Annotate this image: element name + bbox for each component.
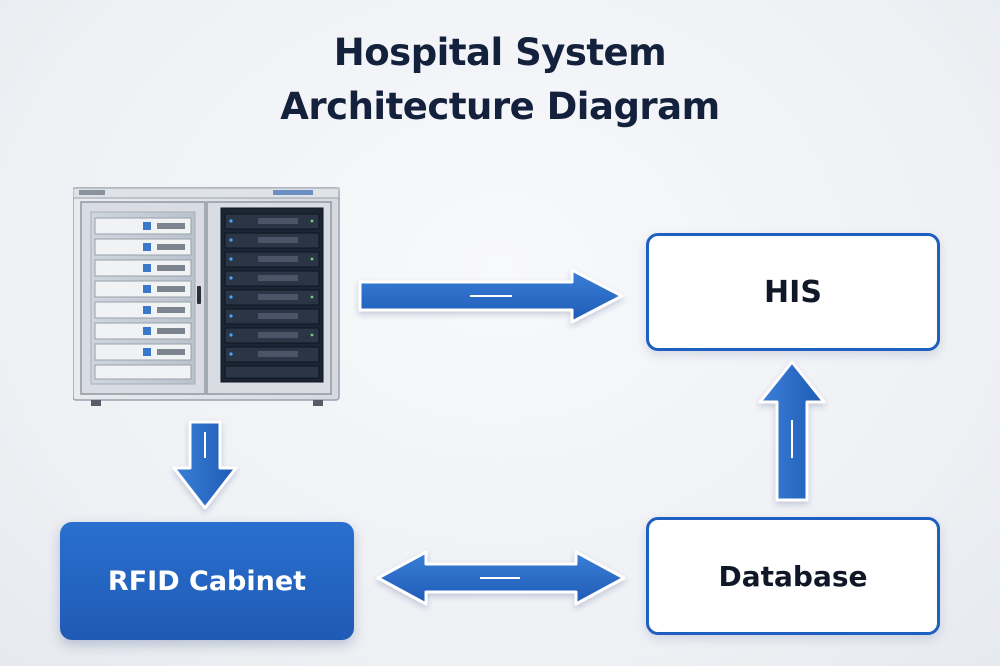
rfid-cabinet-label: RFID Cabinet bbox=[107, 565, 307, 597]
rfid-cabinet-node: RFID Cabinet bbox=[60, 522, 354, 640]
server-rack-icon bbox=[73, 187, 340, 406]
title-line-1: Hospital System bbox=[333, 31, 667, 74]
title-line-2: Architecture Diagram bbox=[280, 85, 720, 128]
arrow-server-to-rfid bbox=[172, 420, 238, 510]
diagram-title: Hospital System Architecture Diagram bbox=[0, 26, 1000, 134]
his-node: HIS bbox=[646, 233, 940, 351]
his-label: HIS bbox=[764, 274, 822, 310]
database-label: Database bbox=[718, 559, 868, 593]
database-node: Database bbox=[646, 517, 940, 635]
